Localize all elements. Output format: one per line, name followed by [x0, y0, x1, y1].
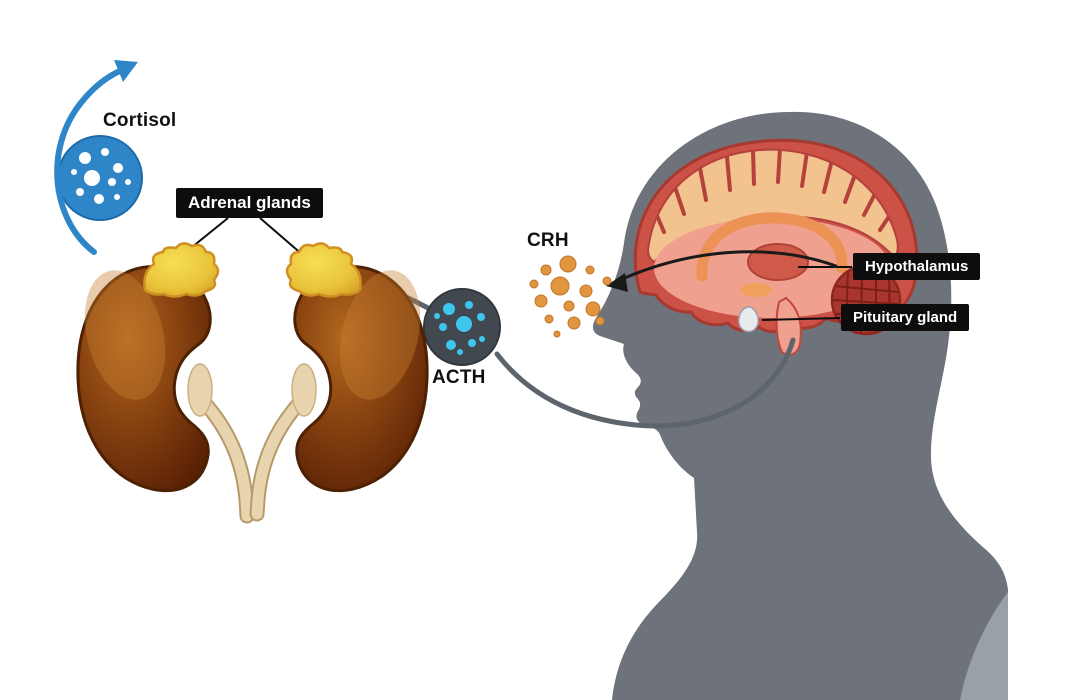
crh-hormone-dots	[529, 255, 612, 338]
pituitary-to-acth-curve	[494, 337, 796, 429]
acth-dots	[434, 301, 485, 355]
thalamus	[747, 243, 809, 281]
left-kidney-highlight	[84, 270, 166, 400]
right-kidney-highlight	[339, 270, 421, 400]
right-renal-pelvis	[291, 363, 317, 417]
cortisol-arrow	[54, 60, 138, 255]
crh-label: CRH	[527, 230, 569, 251]
adrenal-pointer-line-right	[259, 217, 305, 257]
hypothalamus-label: Hypothalamus	[853, 253, 981, 280]
crh-arrowhead	[606, 273, 628, 292]
left-adrenal-gland	[143, 242, 220, 298]
pituitary-gland-shape	[737, 306, 759, 333]
cortisol-hormone-circle	[57, 135, 143, 221]
corpus-callosum	[696, 212, 848, 282]
cortisol-arrowhead	[114, 60, 138, 82]
right-kidney	[293, 265, 429, 492]
adrenal-glands-label: Adrenal glands	[176, 188, 323, 218]
shoulder-highlight	[960, 592, 1008, 700]
hypothalamus-region	[740, 283, 772, 297]
acth-hormone-circle	[423, 288, 501, 366]
left-renal-pelvis	[187, 363, 213, 417]
cortisol-dots	[71, 148, 131, 204]
acth-label: ACTH	[432, 367, 486, 388]
brain	[633, 138, 919, 356]
crh-arrow	[606, 250, 838, 292]
pituitary-pointer-line	[761, 317, 841, 321]
pituitary-gland-label: Pituitary gland	[841, 304, 970, 331]
cortisol-label: Cortisol	[103, 110, 177, 131]
left-kidney	[76, 265, 212, 492]
kidneys	[76, 242, 429, 524]
ureters	[187, 363, 317, 524]
right-adrenal-gland	[285, 242, 362, 298]
